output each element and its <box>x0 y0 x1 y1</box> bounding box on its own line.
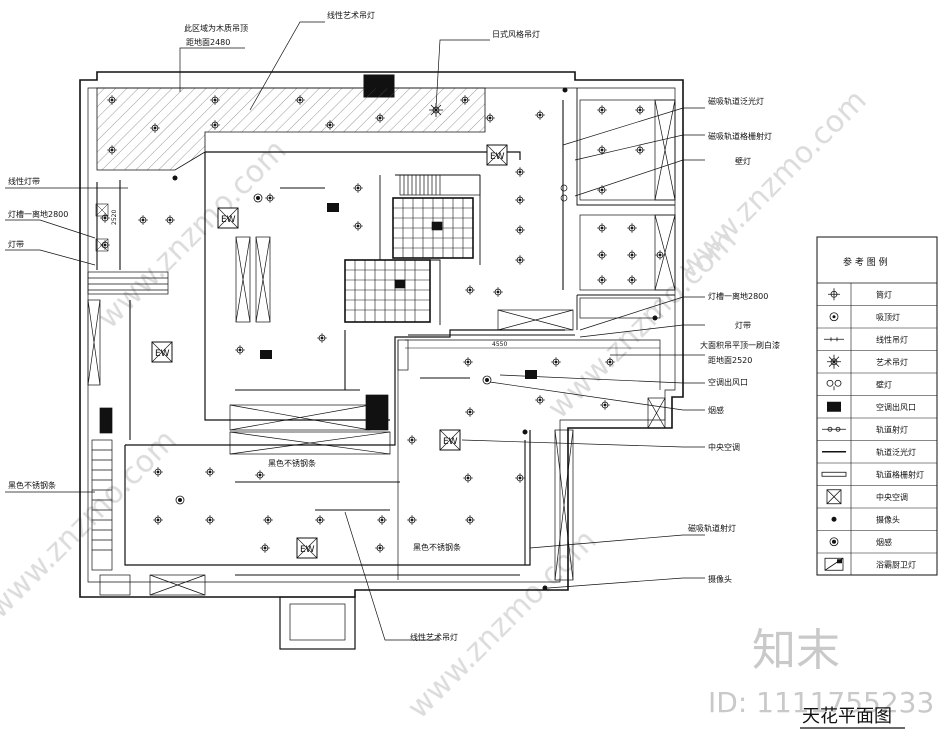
callout-smoke-detector: 烟感 <box>708 405 724 415</box>
legend-row: 轨道格栅射灯 <box>817 462 937 479</box>
wall-lamp-icon <box>826 379 842 391</box>
grille-panel-lower <box>344 259 431 323</box>
legend-row: 中央空调 <box>817 485 937 505</box>
legend-label: 壁灯 <box>876 379 892 389</box>
callout-camera: 摄像头 <box>708 574 732 584</box>
callout-light-strip-right: 灯带 <box>735 320 751 330</box>
callout-wall-lamp: 壁灯 <box>735 156 751 166</box>
callout-magnetic-grille: 磁吸轨道格栅射灯 <box>708 131 772 141</box>
callout-linear-strip: 线性灯带 <box>8 176 40 186</box>
legend-row: 烟感 <box>817 530 937 547</box>
legend-label: 吸顶灯 <box>876 312 900 322</box>
legend-row: 壁灯 <box>817 372 937 391</box>
art-pendant-icon <box>827 354 841 369</box>
callout-black-steel-left: 黑色不锈钢条 <box>8 480 56 490</box>
legend-label: 空调出风口 <box>876 402 916 412</box>
central-ac-unit <box>486 144 508 166</box>
legend-label: 摄像头 <box>876 514 900 524</box>
legend-row: 线性吊灯 <box>817 327 937 344</box>
ac-outlet-icon <box>827 401 841 412</box>
legend-row: 轨道泛光灯 <box>817 440 937 457</box>
callout-central-ac: 中央空调 <box>708 442 740 452</box>
callout-linear-art-lamp: 线性艺术吊灯 <box>327 10 375 20</box>
legend-title: 参 考 图 例 <box>843 256 888 268</box>
callout-gypsum-ceiling: 大面积吊平顶一刷白漆 <box>700 340 780 350</box>
callout-ac-outlet: 空调出风口 <box>708 377 748 387</box>
legend-label: 艺术吊灯 <box>876 357 908 367</box>
legend-row: 空调出风口 <box>817 395 937 412</box>
callout-magnetic-spot: 磁吸轨道射灯 <box>688 523 736 533</box>
legend-row: 吸顶灯 <box>817 305 937 322</box>
fixtures <box>95 87 658 591</box>
leader-lines <box>5 21 705 641</box>
grille-panel-upper <box>392 197 474 259</box>
dimension-4550: 4550 <box>492 341 507 348</box>
callout-wood-ceiling: 此区域为木质吊顶 <box>184 23 248 33</box>
linear-pendant-icon <box>824 337 844 342</box>
legend-row: 筒灯 <box>828 288 892 301</box>
drawing-title: 天花平面图 <box>802 706 892 727</box>
callout-gypsum-height: 距地面2520 <box>708 355 752 365</box>
callout-light-trough-right: 灯槽一离地2800 <box>708 291 768 301</box>
legend-label: 中央空调 <box>876 492 908 502</box>
legend-label: 浴霸厨卫灯 <box>876 559 916 569</box>
spot-ceiling-icon <box>829 312 839 322</box>
ceiling-outlines <box>124 88 675 580</box>
cabinet-boxes <box>87 99 676 596</box>
central-ac-icon <box>826 489 842 505</box>
smoke-detector-icon <box>829 537 839 547</box>
legend-label: 轨道泛光灯 <box>876 447 916 457</box>
central-ac-unit <box>151 341 173 363</box>
callout-japanese-lamp: 日式风格吊灯 <box>492 29 540 39</box>
central-ac-unit <box>217 207 239 229</box>
callout-black-steel-upper: 黑色不锈钢条 <box>268 458 316 468</box>
watermark-layer: www.znzmo.com www.znzmo.com www.znzmo.co… <box>0 83 874 726</box>
watermark-id: ID: 1111755233 <box>708 686 934 719</box>
track-grille-icon <box>821 471 847 477</box>
legend-row: 摄像头 <box>817 507 937 524</box>
legend-label: 筒灯 <box>876 289 892 299</box>
bath-heater-icon <box>824 557 844 571</box>
wood-ceiling-zone <box>96 87 486 171</box>
central-ac-unit <box>296 537 318 559</box>
camera-icon <box>831 516 837 522</box>
central-ac-unit <box>439 429 461 451</box>
callout-wood-ceiling-height: 距地面2480 <box>186 37 230 47</box>
callout-labels: 此区域为木质吊顶 距地面2480 线性艺术吊灯 日式风格吊灯 线性灯带 灯槽一离… <box>8 10 780 642</box>
track-spot-icon <box>822 426 846 432</box>
legend-label: 线性吊灯 <box>876 334 908 344</box>
dimension-2520: 2520 <box>111 210 118 225</box>
callout-light-trough-left: 灯槽一离地2800 <box>8 209 68 219</box>
downlight-icon <box>828 288 840 301</box>
legend-label: 轨道射灯 <box>876 424 908 434</box>
callout-magnetic-flood: 磁吸轨道泛光灯 <box>708 96 764 106</box>
legend-label: 轨道格栅射灯 <box>876 469 924 479</box>
legend-label: 烟感 <box>876 537 892 547</box>
legend-table: 参 考 图 例 筒灯吸顶灯线性吊灯艺术吊灯壁灯空调出风口轨道射灯轨道泛光灯轨道格… <box>816 236 938 576</box>
callout-black-steel-lower: 黑色不锈钢条 <box>413 542 461 552</box>
callout-linear-art-lamp-bottom: 线性艺术吊灯 <box>410 632 458 642</box>
legend-row: 艺术吊灯 <box>817 350 937 369</box>
watermark-brand: 知末 <box>752 625 840 676</box>
callout-light-strip-left: 灯带 <box>8 239 24 249</box>
legend-row: 浴霸厨卫灯 <box>817 552 937 571</box>
track-lines <box>96 100 575 576</box>
legend-row: 轨道射灯 <box>817 417 937 434</box>
